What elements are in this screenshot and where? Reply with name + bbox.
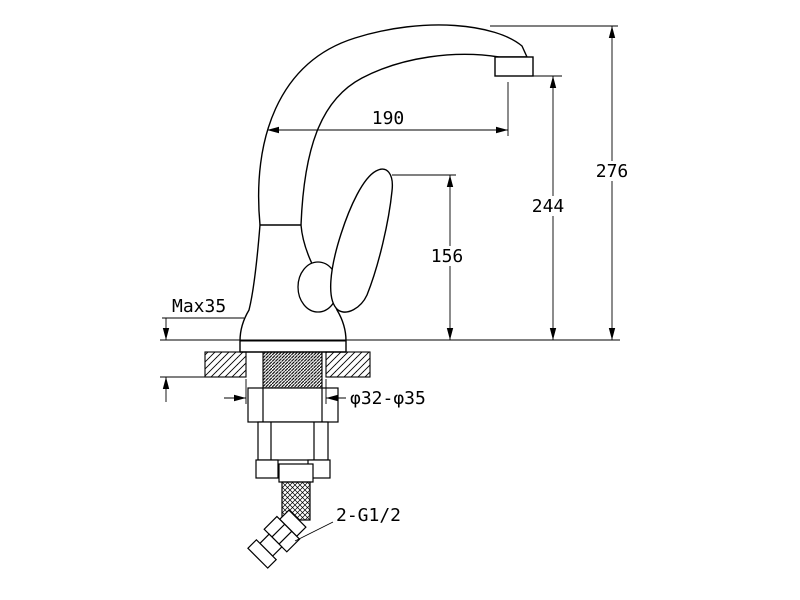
countertop-section — [204, 351, 371, 378]
arrow-156-bottom — [446, 328, 454, 340]
dimension-arrowheads — [162, 26, 616, 402]
arrow-hole-right — [326, 394, 338, 402]
arrow-190-left — [267, 126, 279, 134]
mounting-foot-left — [255, 459, 279, 479]
dim-label-hole-diameter: φ32-φ35 — [350, 388, 426, 409]
dimension-lines — [160, 25, 620, 542]
arrow-244-top — [549, 76, 557, 88]
arrow-276-bottom — [608, 328, 616, 340]
mounting-nut-lower — [257, 421, 329, 461]
hose-end-fitting — [247, 509, 307, 569]
arrow-max35-bottom — [162, 377, 170, 389]
dim-label-hose-thread: 2-G1/2 — [336, 505, 401, 526]
dim-label-overall-height: 276 — [596, 161, 629, 182]
dim-label-spout-reach: 190 — [372, 108, 405, 129]
arrow-276-top — [608, 26, 616, 38]
arrow-244-bottom — [549, 328, 557, 340]
spout-aerator — [494, 56, 534, 77]
dim-label-max-deck-thickness: Max35 — [172, 296, 226, 317]
faucet-spout — [257, 24, 534, 226]
arrow-hole-left — [234, 394, 246, 402]
mounting-nut-upper — [247, 387, 339, 423]
arrow-190-right — [496, 126, 508, 134]
dim-label-outlet-height: 244 — [532, 196, 565, 217]
threaded-shank — [262, 345, 323, 389]
mounting-hardware — [247, 387, 339, 479]
dim-label-handle-height: 156 — [431, 246, 464, 267]
supply-hose — [247, 463, 314, 569]
faucet-handle — [330, 168, 394, 313]
label-backgrounds — [428, 161, 631, 266]
arrow-max35-top — [162, 328, 170, 340]
hose-collar — [278, 463, 314, 483]
arrow-156-top — [446, 175, 454, 187]
leader-thread — [294, 521, 334, 542]
